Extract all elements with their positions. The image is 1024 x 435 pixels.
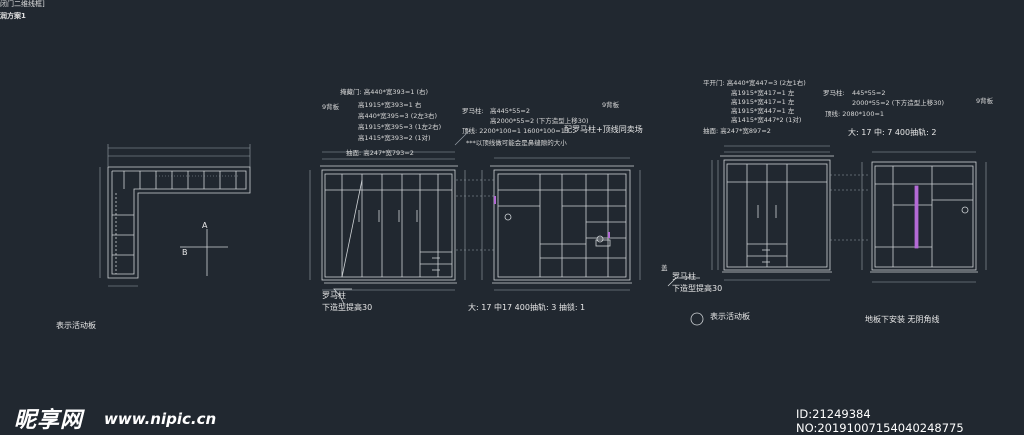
backboard-label-middle: 9背板	[602, 101, 620, 109]
roman-pillar-right-value-2: 2000*55=2 (下方造型上移30)	[852, 99, 945, 107]
site-url: www.nipic.cn	[104, 410, 217, 428]
spec-left-line-6: 抽面: 高247*宽793=2	[346, 149, 414, 157]
spec-left-line-1: 掩藏门: 高440*宽393=1 (右)	[340, 88, 429, 96]
gap-note: ***以顶线做可能会是鼻缝隙的大小	[466, 139, 567, 147]
movable-board-symbol	[690, 312, 704, 326]
movable-board-caption-left: 表示活动板	[56, 321, 96, 330]
backboard-label-right: 9背板	[976, 97, 994, 105]
roman-pillar-right-value-1: 445*55=2	[852, 89, 886, 97]
l-shaped-cabinet-plan	[107, 166, 251, 279]
image-id-stamp: ID:21249384 NO:20191007154040248775	[796, 407, 964, 435]
roman-pillar-value-2: 高2000*55=2 (下方造型上移30)	[490, 117, 589, 125]
middle-front-elevation	[320, 165, 458, 305]
backboard-label-left: 9背板	[322, 103, 340, 111]
top-line-spec-left: 顶线: 2200*100=1 1600*100=1	[462, 127, 565, 135]
roman-pillar-prefix-right: 罗马柱:	[823, 89, 845, 97]
section-marker	[180, 229, 228, 276]
cover-label: 盖	[661, 264, 668, 272]
roman-pillar-value-1: 高445*55=2	[490, 107, 531, 115]
scheme-title: 润方案1	[0, 12, 26, 20]
section-label-a: A	[202, 221, 208, 230]
hardware-summary-right: 大: 17 中: 7 400抽轨: 2	[848, 128, 937, 137]
spec-left-line-5: 高1415*宽393=2 (1对)	[358, 134, 431, 142]
spec-right-line-1: 平开门: 高440*宽447=3 (2左1右)	[703, 79, 806, 87]
middle-elevation-dimensions	[309, 129, 471, 291]
raise-note-right: 下造型提高30	[672, 284, 723, 293]
spec-right-line-6: 抽面: 高247*宽897=2	[703, 127, 771, 135]
spec-right-line-3: 高1915*宽417=1 左	[731, 98, 795, 106]
spec-right-line-4: 高1915*宽447=1 左	[731, 107, 795, 115]
spec-left-line-3: 高440*宽395=3 (2左3右)	[358, 112, 438, 120]
floor-install-note: 地板下安装 无阴角线	[865, 315, 940, 324]
right-interior-elevation	[870, 161, 978, 273]
top-line-spec-right: 顶线: 2080*100=1	[825, 110, 885, 118]
view-mode-label: 闭门二维线框]	[0, 0, 45, 8]
roman-pillar-label-left: 罗马柱	[322, 291, 346, 300]
accent-marks	[494, 196, 610, 238]
right-interior-dimensions	[861, 151, 987, 283]
pairing-note: 配罗马柱+顶线同卖场	[564, 125, 643, 134]
spec-left-line-2: 高1915*宽393=1 右	[358, 101, 422, 109]
left-plan-dimensions	[99, 144, 251, 287]
roman-pillar-prefix-left: 罗马柱:	[462, 107, 484, 115]
section-label-b: B	[182, 248, 188, 257]
right-front-dimensions	[711, 145, 870, 281]
roman-pillar-label-right: 罗马柱	[672, 272, 696, 281]
right-front-elevation	[667, 155, 834, 287]
spec-left-line-4: 高1915*宽395=3 (1左2右)	[358, 123, 442, 131]
movable-board-caption-right: 表示活动板	[710, 312, 750, 321]
hardware-summary-left: 大: 17 中17 400抽轨: 3 抽锁: 1	[468, 303, 586, 312]
raise-note-left: 下造型提高30	[322, 303, 373, 312]
middle-interior-dimensions	[456, 157, 641, 291]
spec-right-line-5: 高1415*宽447*2 (1对)	[731, 116, 802, 124]
site-logo: 昵享网	[14, 408, 84, 433]
spec-right-line-2: 高1915*宽417=1 左	[731, 89, 795, 97]
middle-interior-elevation	[490, 165, 634, 284]
